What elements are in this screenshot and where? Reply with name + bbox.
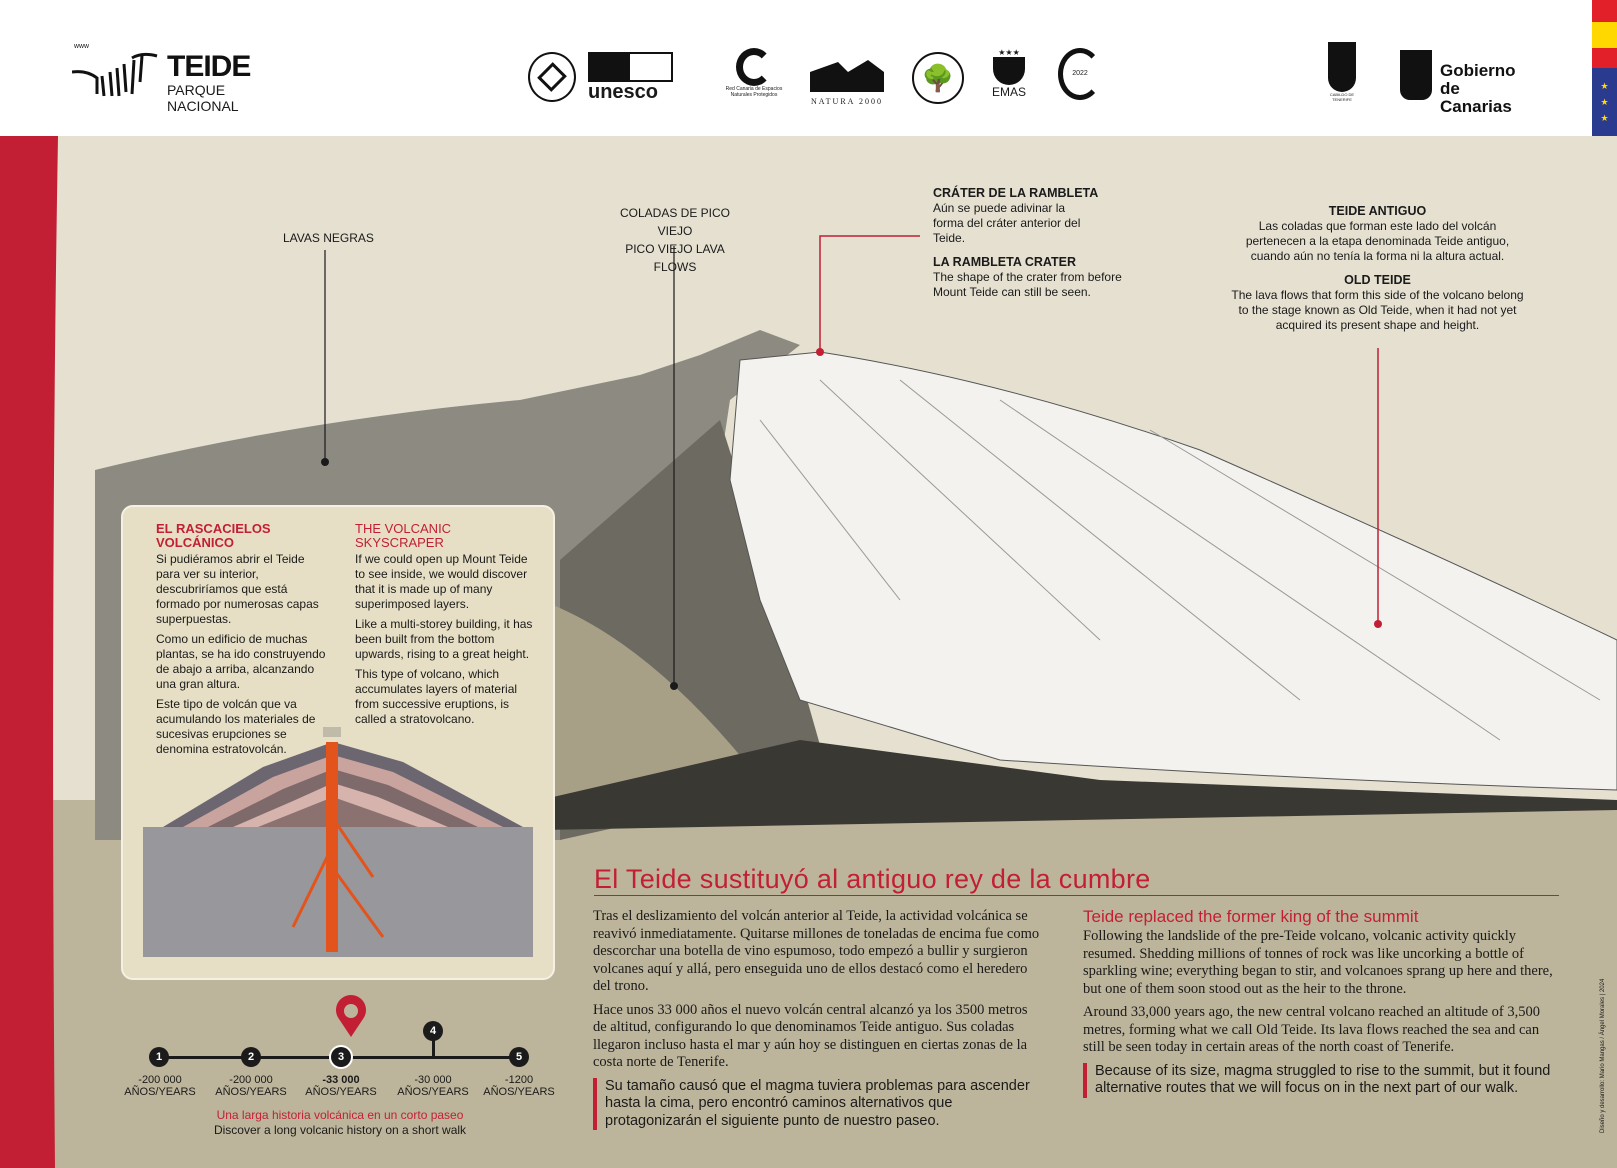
main-text-es: Tras el deslizamiento del volcán anterio… (593, 908, 1043, 1130)
infobox-para: Like a multi-storey building, it has bee… (355, 617, 533, 661)
unesco-logo: unesco (588, 52, 673, 104)
emas-logo: ★★★ EMAS (988, 48, 1030, 108)
gobierno-shield-icon (1400, 50, 1432, 100)
whs-emblem-icon (528, 52, 576, 102)
gobierno-logo: Gobierno de Canarias (1400, 42, 1535, 116)
main-title-en: Teide replaced the former king of the su… (1083, 907, 1419, 926)
antiguo-text-en: The lava flows that form this side of th… (1231, 288, 1524, 332)
rambleta-title-en: LA RAMBLETA CRATER (933, 255, 1077, 269)
cabildo-logo: CABILDO DE TENERIFE (1320, 42, 1364, 106)
natura-birds-icon (810, 60, 884, 92)
rambleta-text-en: The shape of the crater from before Moun… (933, 270, 1122, 299)
main-quote-es: Su tamaño causó que el magma tuviera pro… (593, 1077, 1043, 1130)
main-para-en: Following the landslide of the pre-Teide… (1083, 928, 1553, 997)
main-para-es: Hace unos 33 000 años el nuevo volcán ce… (593, 1001, 1028, 1071)
label-teide-antiguo: TEIDE ANTIGUO Las coladas que forman est… (1230, 204, 1525, 333)
label-coladas: COLADAS DE PICO VIEJO PICO VIEJO LAVA FL… (610, 204, 740, 276)
timeline-stop-5[interactable]: 5 (509, 1047, 529, 1067)
natura-2000-logo: NATURA 2000 (808, 52, 886, 106)
red-canaria-logo: Red Canaria de Espacios Naturales Proteg… (725, 48, 783, 104)
antiguo-title-es: TEIDE ANTIGUO (1328, 204, 1427, 218)
antiguo-title-en: OLD TEIDE (1344, 273, 1411, 287)
timeline-stop-3[interactable]: 3 (331, 1047, 351, 1067)
rambleta-title-es: CRÁTER DE LA RAMBLETA (933, 186, 1099, 200)
dark-slope (540, 740, 1617, 830)
main-text-en: Following the landslide of the pre-Teide… (1083, 928, 1563, 1098)
flag-strip: ★★★ (1592, 0, 1617, 136)
teide-logo-icon: ᵂᵂᵂ (72, 43, 158, 97)
co2-year: 2022 (1072, 70, 1088, 77)
label-lavas-negras: LAVAS NEGRAS (283, 231, 374, 245)
header-bar: ᵂᵂᵂ TEIDE PARQUE NACIONAL unesco Red Can… (0, 0, 1617, 136)
timeline-stop-2[interactable]: 2 (241, 1047, 261, 1067)
stratovolcano-infobox: EL RASCACIELOS VOLCÁNICO Si pudiéramos a… (121, 505, 555, 980)
tree-seal-icon: 🌳 (912, 52, 964, 104)
credits: Diseño y desarrollo: Mario Mangas / Ánge… (1600, 978, 1606, 1133)
label-coladas-es: COLADAS DE PICO VIEJO (619, 206, 731, 238)
brand-subtitle: PARQUE NACIONAL (167, 82, 239, 114)
rambleta-text-es: Aún se puede adivinar la forma del cráte… (933, 201, 1081, 245)
infobox-para: This type of volcano, which accumulates … (355, 667, 518, 726)
title-divider (594, 895, 1559, 896)
infobox-title-en: THE VOLCANIC SKYSCRAPER (355, 521, 452, 550)
co2-logo: 2022 (1058, 48, 1102, 100)
antiguo-text-es: Las coladas que forman este lado del vol… (1245, 219, 1510, 263)
cabildo-label: CABILDO DE TENERIFE (1329, 92, 1355, 102)
stratovolcano-cross-section (143, 727, 533, 957)
red-edge (0, 136, 58, 1168)
gobierno-label-1: Gobierno (1440, 61, 1516, 80)
timeline-caption-en: Discover a long volcanic history on a sh… (213, 1123, 467, 1137)
timeline-caption-es: Una larga historia volcánica en un corto… (216, 1108, 464, 1122)
svg-text:ᵂᵂᵂ: ᵂᵂᵂ (74, 43, 89, 52)
main-para-en: Around 33,000 years ago, the new central… (1083, 1004, 1540, 1055)
infobox-para: Como un edificio de muchas plantas, se h… (156, 632, 326, 691)
label-coladas-en: PICO VIEJO LAVA FLOWS (625, 242, 725, 274)
infobox-para: Si pudiéramos abrir el Teide para ver su… (156, 552, 319, 626)
current-location-pin-icon (336, 995, 366, 1037)
infobox-col-es: EL RASCACIELOS VOLCÁNICO Si pudiéramos a… (156, 522, 331, 762)
infobox-title-es: EL RASCACIELOS VOLCÁNICO (156, 521, 271, 550)
brand-title: TEIDE (167, 50, 251, 83)
label-rambleta: CRÁTER DE LA RAMBLETA Aún se puede adivi… (933, 186, 1133, 300)
main-para-es: Tras el deslizamiento del volcán anterio… (593, 908, 1040, 994)
infobox-para: If we could open up Mount Teide to see i… (355, 552, 528, 611)
main-title-es: El Teide sustituyó al antiguo rey de la … (594, 864, 1151, 894)
teide-logo: ᵂᵂᵂ TEIDE PARQUE NACIONAL (72, 42, 292, 114)
timeline-stop-1[interactable]: 1 (149, 1047, 169, 1067)
infobox-para: Este tipo de volcán que va acumulando lo… (156, 697, 316, 756)
infobox-col-en: THE VOLCANIC SKYSCRAPER If we could open… (355, 522, 535, 732)
gobierno-label-2: de Canarias (1440, 79, 1512, 116)
red-canaria-label: Red Canaria de Espacios Naturales Proteg… (725, 86, 783, 98)
main-quote-en: Because of its size, magma struggled to … (1083, 1062, 1563, 1098)
teide-illustration (0, 136, 1617, 1168)
emas-label: EMAS (991, 85, 1026, 99)
timeline-stop-4[interactable]: 4 (423, 1021, 443, 1041)
unesco-label: unesco (588, 81, 659, 103)
old-teide-face (729, 351, 1617, 791)
natura-label: NATURA 2000 (810, 97, 883, 106)
